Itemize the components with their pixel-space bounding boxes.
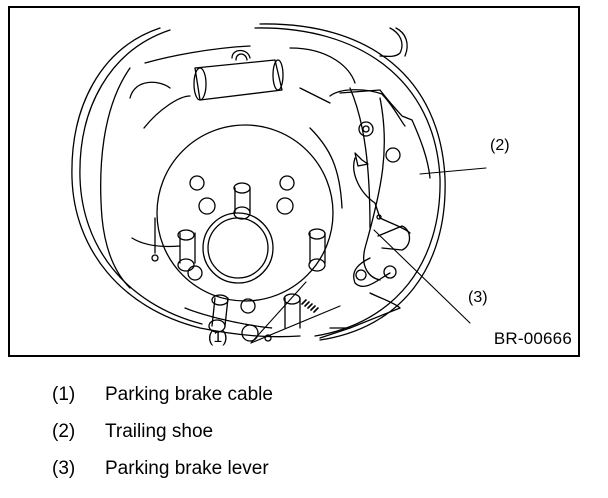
leader-lines xyxy=(250,167,487,344)
parking-brake-lever xyxy=(319,225,411,339)
legend-number: (1) xyxy=(52,384,76,405)
trailing-shoe xyxy=(339,89,431,234)
legend-label: Parking brake cable xyxy=(105,384,273,405)
legend-number: (3) xyxy=(52,458,76,479)
brake-assembly-drawing xyxy=(71,23,487,344)
callout-1: (1) xyxy=(208,329,228,346)
legend-item: (1) Parking brake cable xyxy=(52,383,273,420)
callout-2: (2) xyxy=(490,137,510,154)
brake-shoes xyxy=(129,45,406,281)
figure-id: BR-00666 xyxy=(493,329,572,348)
legend-label: Parking brake lever xyxy=(105,458,269,479)
legend-number: (2) xyxy=(52,421,76,442)
brake-line xyxy=(379,27,408,58)
callout-3: (3) xyxy=(468,289,488,306)
cable-spring xyxy=(301,299,319,313)
figure-frame: (1) (2) (3) BR-00666 xyxy=(8,6,580,357)
legend-label: Trailing shoe xyxy=(105,421,214,442)
wheel-hub xyxy=(131,124,334,342)
backing-plate xyxy=(71,23,446,341)
legend-item: (3) Parking brake lever xyxy=(52,457,273,494)
wheel-cylinder xyxy=(193,49,284,101)
legend-list: (1) Parking brake cable (2) Trailing sho… xyxy=(52,383,273,494)
legend-item: (2) Trailing shoe xyxy=(52,420,273,457)
